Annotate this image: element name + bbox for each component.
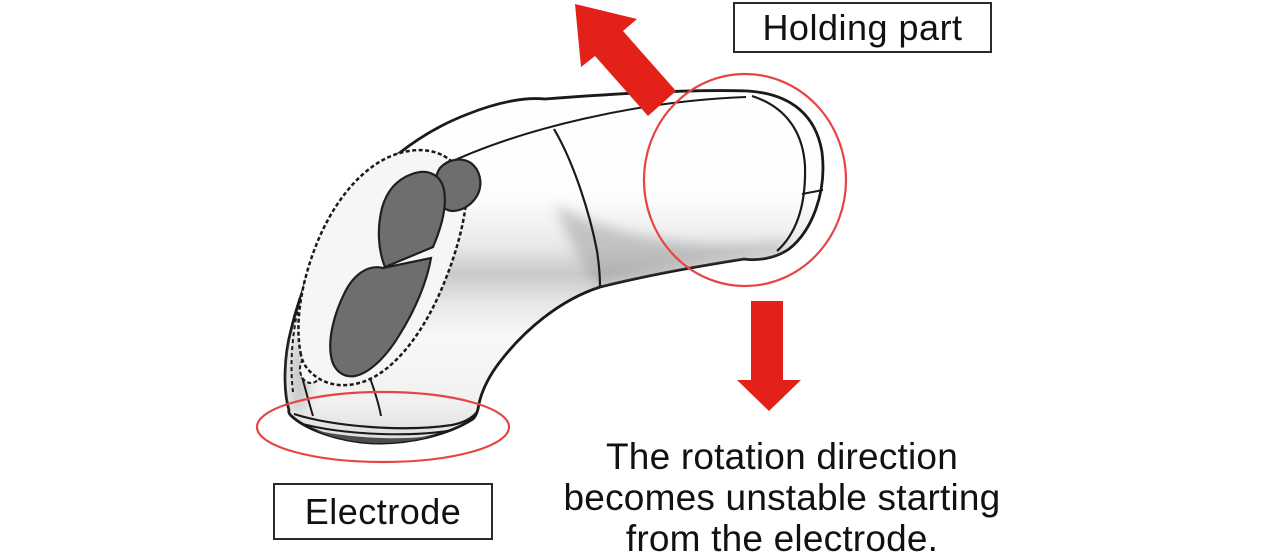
caption-line-1: The rotation direction	[606, 436, 958, 477]
electrode-label-text: Electrode	[304, 490, 462, 532]
caption-line-2: becomes unstable starting	[563, 477, 1001, 518]
caption-line-3: from the electrode.	[625, 518, 939, 559]
arrow-down-icon	[737, 301, 801, 411]
caption: The rotation direction becomes unstable …	[552, 436, 1012, 559]
electrode-label: Electrode	[273, 483, 493, 540]
tube-seam-line	[553, 128, 602, 288]
foot-left-seam	[301, 376, 314, 417]
cap-tick-line	[801, 189, 824, 195]
cap-seam-line	[751, 94, 807, 252]
holding-part-label: Holding part	[733, 2, 992, 53]
electrode-rim-line	[293, 412, 477, 430]
electrode-rim-line-2	[298, 422, 469, 436]
electrode-ellipse	[255, 390, 511, 464]
button-panel-lower-segment	[329, 256, 433, 378]
arrow-up-left-icon	[575, 4, 676, 116]
top-seam-line	[439, 96, 747, 168]
holding-part-label-text: Holding part	[762, 6, 963, 48]
holding-part-ellipse	[642, 72, 848, 288]
button-panel-upper-segment	[377, 170, 446, 269]
panel-foot-seam	[369, 377, 382, 417]
